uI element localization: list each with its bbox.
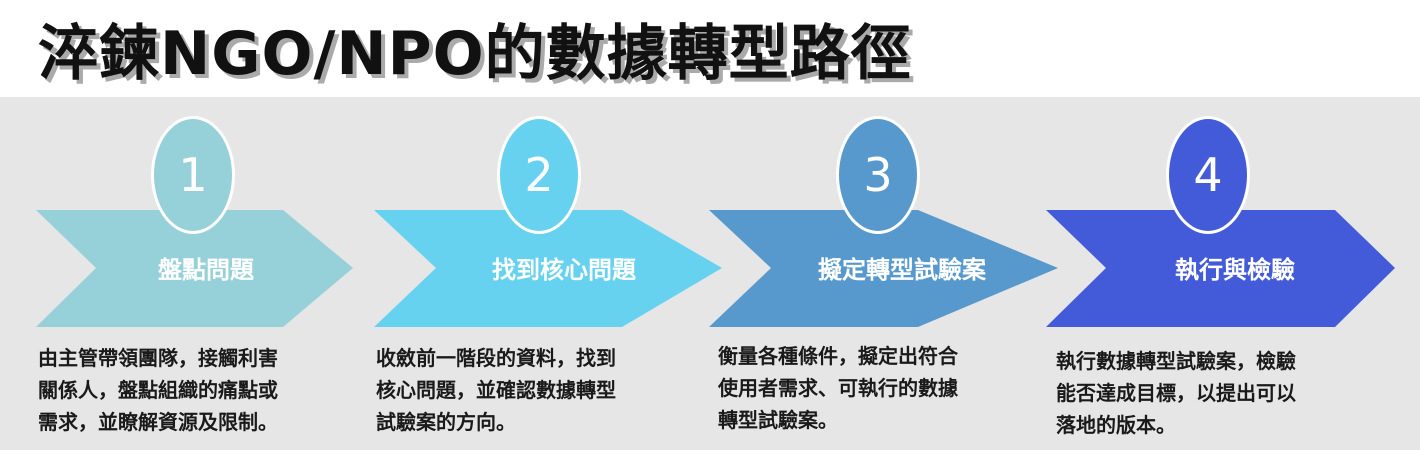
- step-description-1: 由主管帶領團隊，接觸利害 關係人，盤點組織的痛點或 需求，並瞭解資源及限制。: [38, 342, 338, 438]
- chevron-step-4: [1046, 210, 1395, 327]
- description-line: 執行數據轉型試驗案，檢驗: [1056, 349, 1296, 373]
- step-label-3: 擬定轉型試驗案: [818, 256, 986, 284]
- description-line: 使用者需求、可執行的數據: [718, 376, 958, 400]
- page-title: 淬鍊NGO/NPO的數據轉型路徑: [38, 19, 912, 89]
- description-line: 能否達成目標，以提出可以: [1056, 381, 1296, 405]
- step-label-4: 執行與檢驗: [1175, 256, 1295, 284]
- step-number-circle-1: 1: [151, 116, 235, 234]
- step-label-1: 盤點問題: [158, 256, 254, 284]
- description-line: 核心問題，並確認數據轉型: [376, 378, 616, 402]
- description-line: 需求，並瞭解資源及限制。: [38, 410, 278, 434]
- chevron-step-3: [709, 210, 1058, 327]
- description-line: 收斂前一階段的資料，找到: [376, 346, 616, 370]
- step-description-4: 執行數據轉型試驗案，檢驗 能否達成目標，以提出可以 落地的版本。: [1056, 345, 1356, 441]
- description-line: 轉型試驗案。: [718, 408, 838, 432]
- description-line: 由主管帶領團隊，接觸利害: [38, 346, 278, 370]
- description-line: 衡量各種條件，擬定出符合: [718, 344, 958, 368]
- step-number-circle-3: 3: [836, 116, 920, 234]
- step-number: 3: [863, 148, 893, 202]
- step-number-circle-4: 4: [1166, 116, 1250, 234]
- step-number: 1: [178, 148, 208, 202]
- step-label-2: 找到核心問題: [492, 256, 636, 284]
- step-number: 4: [1193, 148, 1223, 202]
- chevron-step-2: [374, 210, 722, 327]
- step-number: 2: [524, 148, 554, 202]
- step-description-3: 衡量各種條件，擬定出符合 使用者需求、可執行的數據 轉型試驗案。: [718, 340, 1018, 436]
- step-number-circle-2: 2: [497, 116, 581, 234]
- description-line: 關係人，盤點組織的痛點或: [38, 378, 278, 402]
- step-description-2: 收斂前一階段的資料，找到 核心問題，並確認數據轉型 試驗案的方向。: [376, 342, 676, 438]
- description-line: 落地的版本。: [1056, 413, 1176, 437]
- chevron-step-1: [36, 210, 353, 327]
- description-line: 試驗案的方向。: [376, 410, 516, 434]
